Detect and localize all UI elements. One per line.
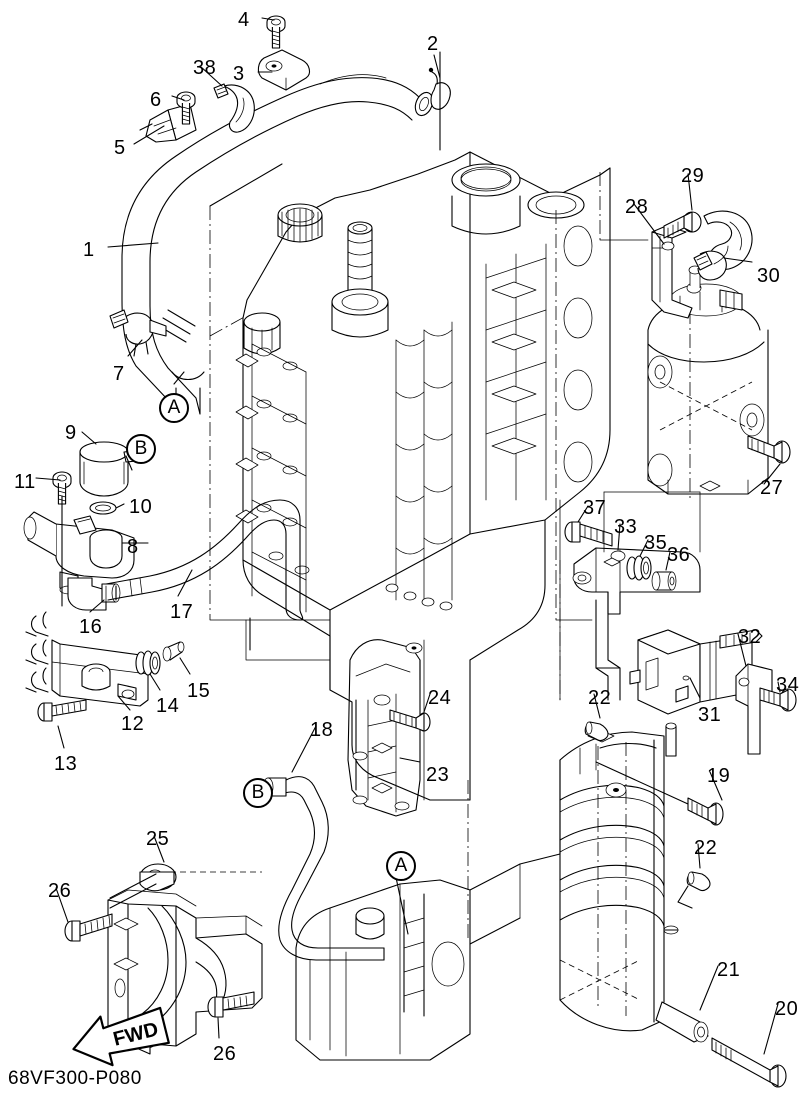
part-21-collar: [655, 1001, 709, 1043]
part-22-pin-lower: [677, 871, 711, 909]
callout-35: 35: [644, 532, 668, 554]
part-30-clamp: [693, 210, 753, 281]
callout-28: 28: [625, 196, 649, 218]
part-32-bracket: [735, 663, 773, 755]
callout-4: 4: [238, 9, 250, 31]
reference-mark-b-2: B: [243, 778, 273, 808]
part-13-bolt: [37, 699, 87, 722]
part-10-oring: [89, 501, 117, 515]
part-25-bushing: [109, 863, 177, 909]
callout-26-bottom: 26: [213, 1043, 237, 1065]
callout-25: 25: [146, 828, 170, 850]
part-36-collar: [651, 571, 677, 591]
callout-23: 23: [426, 764, 450, 786]
part-33-bracket: [572, 547, 701, 701]
part-16-joint: [67, 577, 121, 611]
part-27-bolt: [747, 435, 791, 464]
callout-1: 1: [83, 239, 95, 261]
part-26-bolt-left: [64, 913, 113, 942]
part-29-bolt: [663, 211, 702, 239]
callout-15: 15: [187, 680, 211, 702]
callout-2: 2: [427, 33, 439, 55]
part-34-bolt: [759, 687, 797, 712]
callout-38: 38: [193, 57, 217, 79]
part-7-clamp: [109, 309, 167, 357]
callout-22-upper: 22: [588, 687, 612, 709]
part-2-clip: [428, 67, 451, 110]
callout-31: 31: [698, 704, 722, 726]
part-22-pin-upper: [584, 721, 609, 742]
part-23-bracket: [347, 639, 423, 817]
part-17-hose: [105, 499, 304, 621]
callout-12: 12: [121, 713, 145, 735]
callout-20: 20: [775, 998, 799, 1020]
callout-16: 16: [79, 616, 103, 638]
callout-34: 34: [776, 674, 800, 696]
callout-32: 32: [738, 626, 762, 648]
part-35-grommet: [626, 555, 652, 581]
callout-18: 18: [310, 719, 334, 741]
callout-37: 37: [583, 497, 607, 519]
callout-13: 13: [54, 753, 78, 775]
diagram-part-number: 68VF300-P080: [8, 1068, 142, 1089]
callout-5: 5: [114, 137, 126, 159]
part-15-collar: [162, 641, 185, 662]
part-19-bolt: [595, 761, 724, 826]
callout-11: 11: [14, 471, 36, 493]
engine-block-assembly: [235, 151, 611, 1061]
reference-mark-a-1: A: [159, 393, 189, 423]
callout-29: 29: [681, 165, 705, 187]
callout-26-left: 26: [48, 880, 72, 902]
callout-22-lower: 22: [694, 837, 718, 859]
callout-21: 21: [717, 959, 741, 981]
callout-10: 10: [129, 496, 153, 518]
callout-6: 6: [150, 89, 162, 111]
callout-24: 24: [428, 687, 452, 709]
callout-17: 17: [170, 601, 194, 623]
reference-mark-b-1: B: [126, 434, 156, 464]
part-20-bolt: [711, 1037, 787, 1088]
callout-36: 36: [667, 544, 691, 566]
part-25-26-housing: [107, 889, 263, 1055]
part-12-bracket: [25, 611, 149, 707]
callout-leaders: [35, 17, 781, 1055]
fwd-direction-arrow: FWD: [62, 1006, 182, 1068]
part-26-bolt-bottom: [207, 991, 255, 1018]
callout-30: 30: [757, 265, 781, 287]
reference-mark-a-2: A: [386, 851, 416, 881]
part-14-grommet: [135, 650, 161, 676]
part-38-clamp: [213, 83, 255, 133]
callout-3: 3: [233, 63, 245, 85]
callout-8: 8: [127, 536, 139, 558]
part-24-bolt: [389, 709, 431, 732]
part-3-stay: [257, 49, 311, 91]
callout-33: 33: [614, 516, 638, 538]
callout-14: 14: [156, 695, 180, 717]
callout-9: 9: [65, 422, 77, 444]
callout-27: 27: [760, 477, 784, 499]
callout-7: 7: [113, 363, 125, 385]
callout-19: 19: [707, 765, 731, 787]
reference-lines: [160, 51, 701, 940]
